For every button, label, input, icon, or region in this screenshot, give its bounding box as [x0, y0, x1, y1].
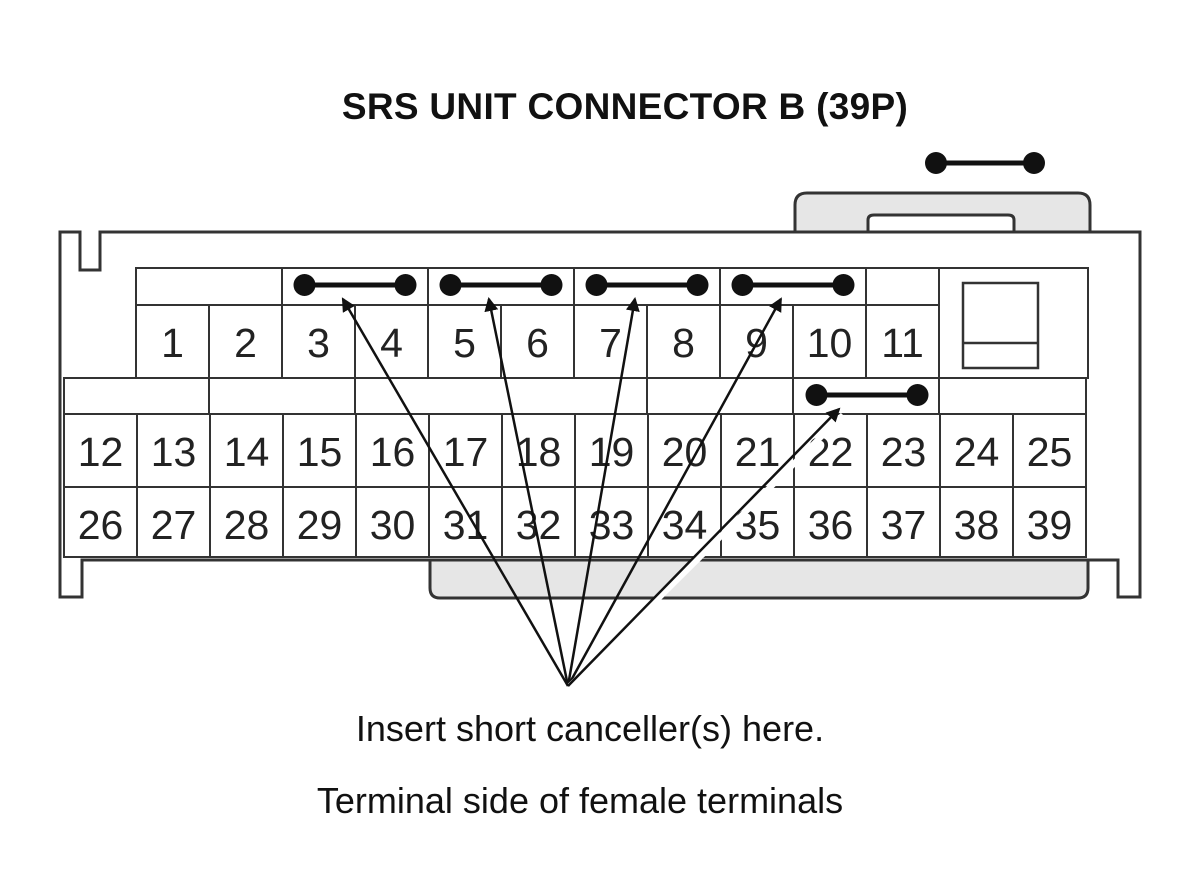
short-cancellers	[293, 274, 929, 406]
terminal-7: 7	[599, 320, 622, 366]
terminal-3: 3	[307, 320, 330, 366]
terminal-24: 24	[954, 429, 1000, 475]
terminal-35: 35	[735, 502, 781, 548]
insert-instruction: Insert short canceller(s) here.	[355, 708, 825, 749]
terminal-36: 36	[808, 502, 854, 548]
short-canceller-7-8	[585, 274, 709, 296]
short-canceller-22-23	[805, 384, 929, 406]
terminal-8: 8	[672, 320, 695, 366]
terminal-numbers: 1234567891011121314151617181920212223242…	[78, 320, 1073, 548]
terminal-15: 15	[297, 429, 343, 475]
terminal-26: 26	[78, 502, 124, 548]
terminal-37: 37	[881, 502, 927, 548]
latch-slot	[866, 213, 1016, 232]
terminal-29: 29	[297, 502, 343, 548]
terminal-21: 21	[735, 429, 781, 475]
terminal-5: 5	[453, 320, 476, 366]
terminal-11: 11	[881, 320, 924, 366]
terminal-4: 4	[380, 320, 403, 366]
terminal-28: 28	[224, 502, 270, 548]
arrow-to-canceller-7-8	[566, 297, 640, 687]
terminal-17: 17	[443, 429, 489, 475]
short-canceller-icon	[925, 152, 1045, 174]
terminal-23: 23	[881, 429, 927, 475]
arrow-to-canceller-5-6	[484, 297, 570, 687]
terminal-14: 14	[224, 429, 270, 475]
terminal-10: 10	[807, 320, 853, 366]
short-canceller-3-4	[293, 274, 417, 296]
terminal-20: 20	[662, 429, 708, 475]
lock-window	[961, 281, 1040, 370]
terminal-25: 25	[1027, 429, 1073, 475]
arrow-to-canceller-9-10	[566, 297, 782, 687]
connector-lower-shell	[428, 553, 1090, 600]
short-canceller-9-10	[731, 274, 855, 296]
terminal-grid	[63, 267, 1089, 558]
terminal-2: 2	[234, 320, 257, 366]
pointer-arrows	[341, 297, 846, 689]
terminal-30: 30	[370, 502, 416, 548]
terminal-1: 1	[161, 320, 184, 366]
arrow-to-canceller-22-23	[567, 407, 841, 687]
terminal-12: 12	[78, 429, 124, 475]
terminal-6: 6	[526, 320, 549, 366]
terminal-38: 38	[954, 502, 1000, 548]
diagram-title: SRS UNIT CONNECTOR B (39P)	[341, 86, 909, 127]
terminal-39: 39	[1027, 502, 1073, 548]
terminal-22: 22	[808, 429, 854, 475]
terminal-34: 34	[662, 502, 708, 548]
terminal-13: 13	[151, 429, 197, 475]
view-caption: Terminal side of female terminals	[316, 780, 844, 821]
terminal-27: 27	[151, 502, 197, 548]
terminal-16: 16	[370, 429, 416, 475]
arrow-to-canceller-3-4	[341, 297, 570, 687]
short-canceller-5-6	[439, 274, 563, 296]
